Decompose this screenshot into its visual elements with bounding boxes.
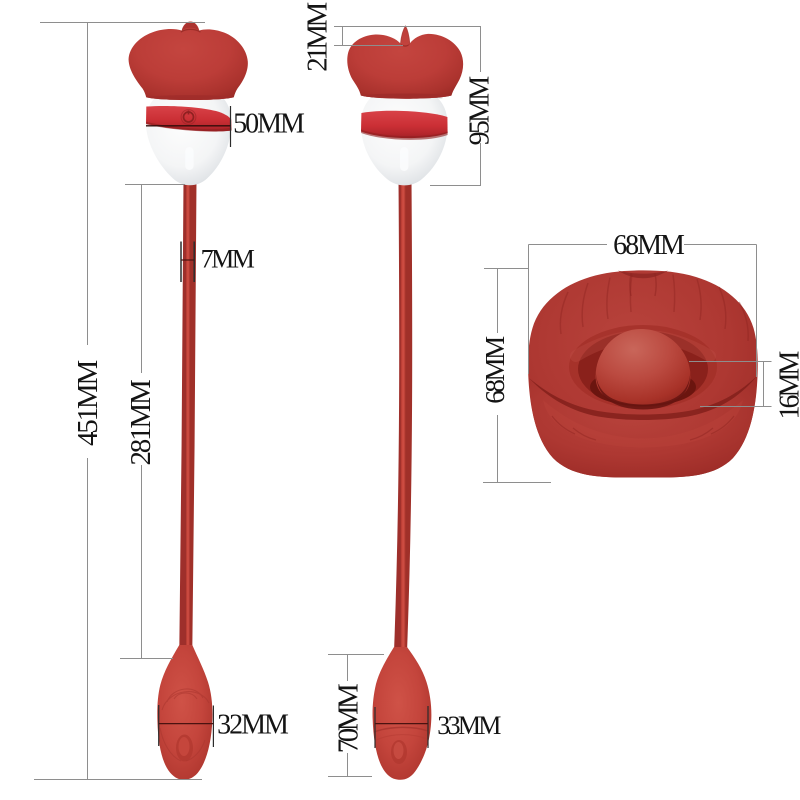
svg-text:16MM: 16MM xyxy=(775,351,800,420)
svg-text:95MM: 95MM xyxy=(465,76,496,146)
svg-text:7MM: 7MM xyxy=(201,245,255,274)
svg-text:68MM: 68MM xyxy=(480,336,510,404)
svg-text:451MM: 451MM xyxy=(72,361,104,446)
svg-text:281MM: 281MM xyxy=(125,380,157,465)
svg-text:50MM: 50MM xyxy=(233,109,305,140)
svg-text:70MM: 70MM xyxy=(333,684,365,753)
svg-text:32MM: 32MM xyxy=(217,710,289,741)
svg-text:21MM: 21MM xyxy=(302,3,334,72)
svg-text:68MM: 68MM xyxy=(613,230,685,261)
svg-text:33MM: 33MM xyxy=(437,711,501,740)
